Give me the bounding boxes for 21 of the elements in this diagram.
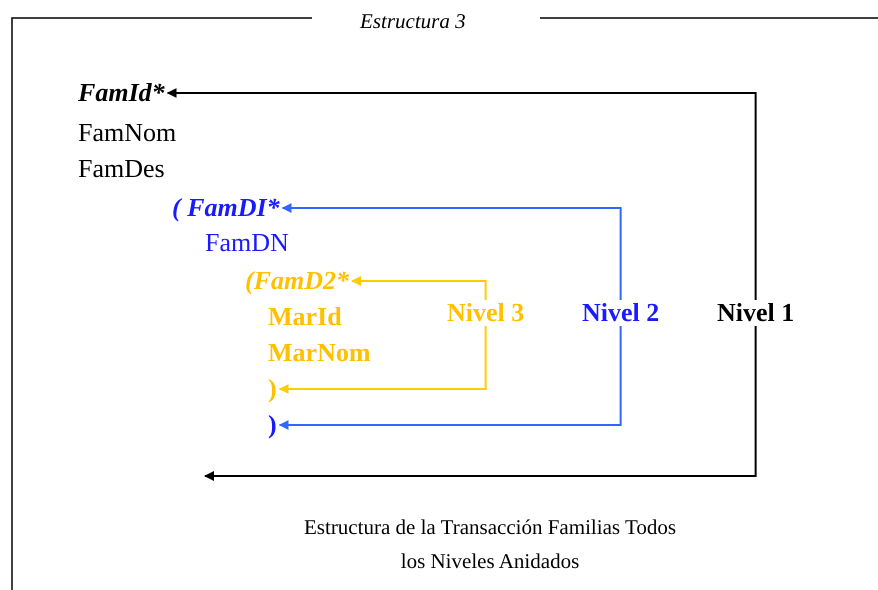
field-name: ( FamDI*	[172, 193, 280, 223]
arrow	[351, 276, 487, 300]
arrow	[166, 88, 757, 300]
arrow	[204, 326, 757, 481]
field-name: FamNom	[78, 118, 176, 148]
caption: Estructura de la Transacción Familias Todos los Niveles Anidados	[302, 514, 677, 575]
field-name: MarId	[268, 302, 342, 332]
arrow	[282, 203, 622, 300]
field-name: FamId*	[78, 78, 165, 108]
level-label: Nivel 2	[582, 298, 660, 328]
field-name: FamDes	[78, 154, 165, 184]
arrow	[278, 326, 487, 394]
field-name: MarNom	[268, 338, 371, 368]
field-name: (FamD2*	[245, 266, 349, 296]
closing-parenthesis: )	[268, 374, 277, 404]
closing-parenthesis: )	[268, 410, 277, 440]
level-label: Nivel 3	[447, 298, 524, 328]
frame-title: Estructura 3	[360, 8, 466, 35]
arrow	[278, 326, 622, 430]
field-name: FamDN	[205, 228, 289, 258]
level-label: Nivel 1	[717, 298, 794, 328]
